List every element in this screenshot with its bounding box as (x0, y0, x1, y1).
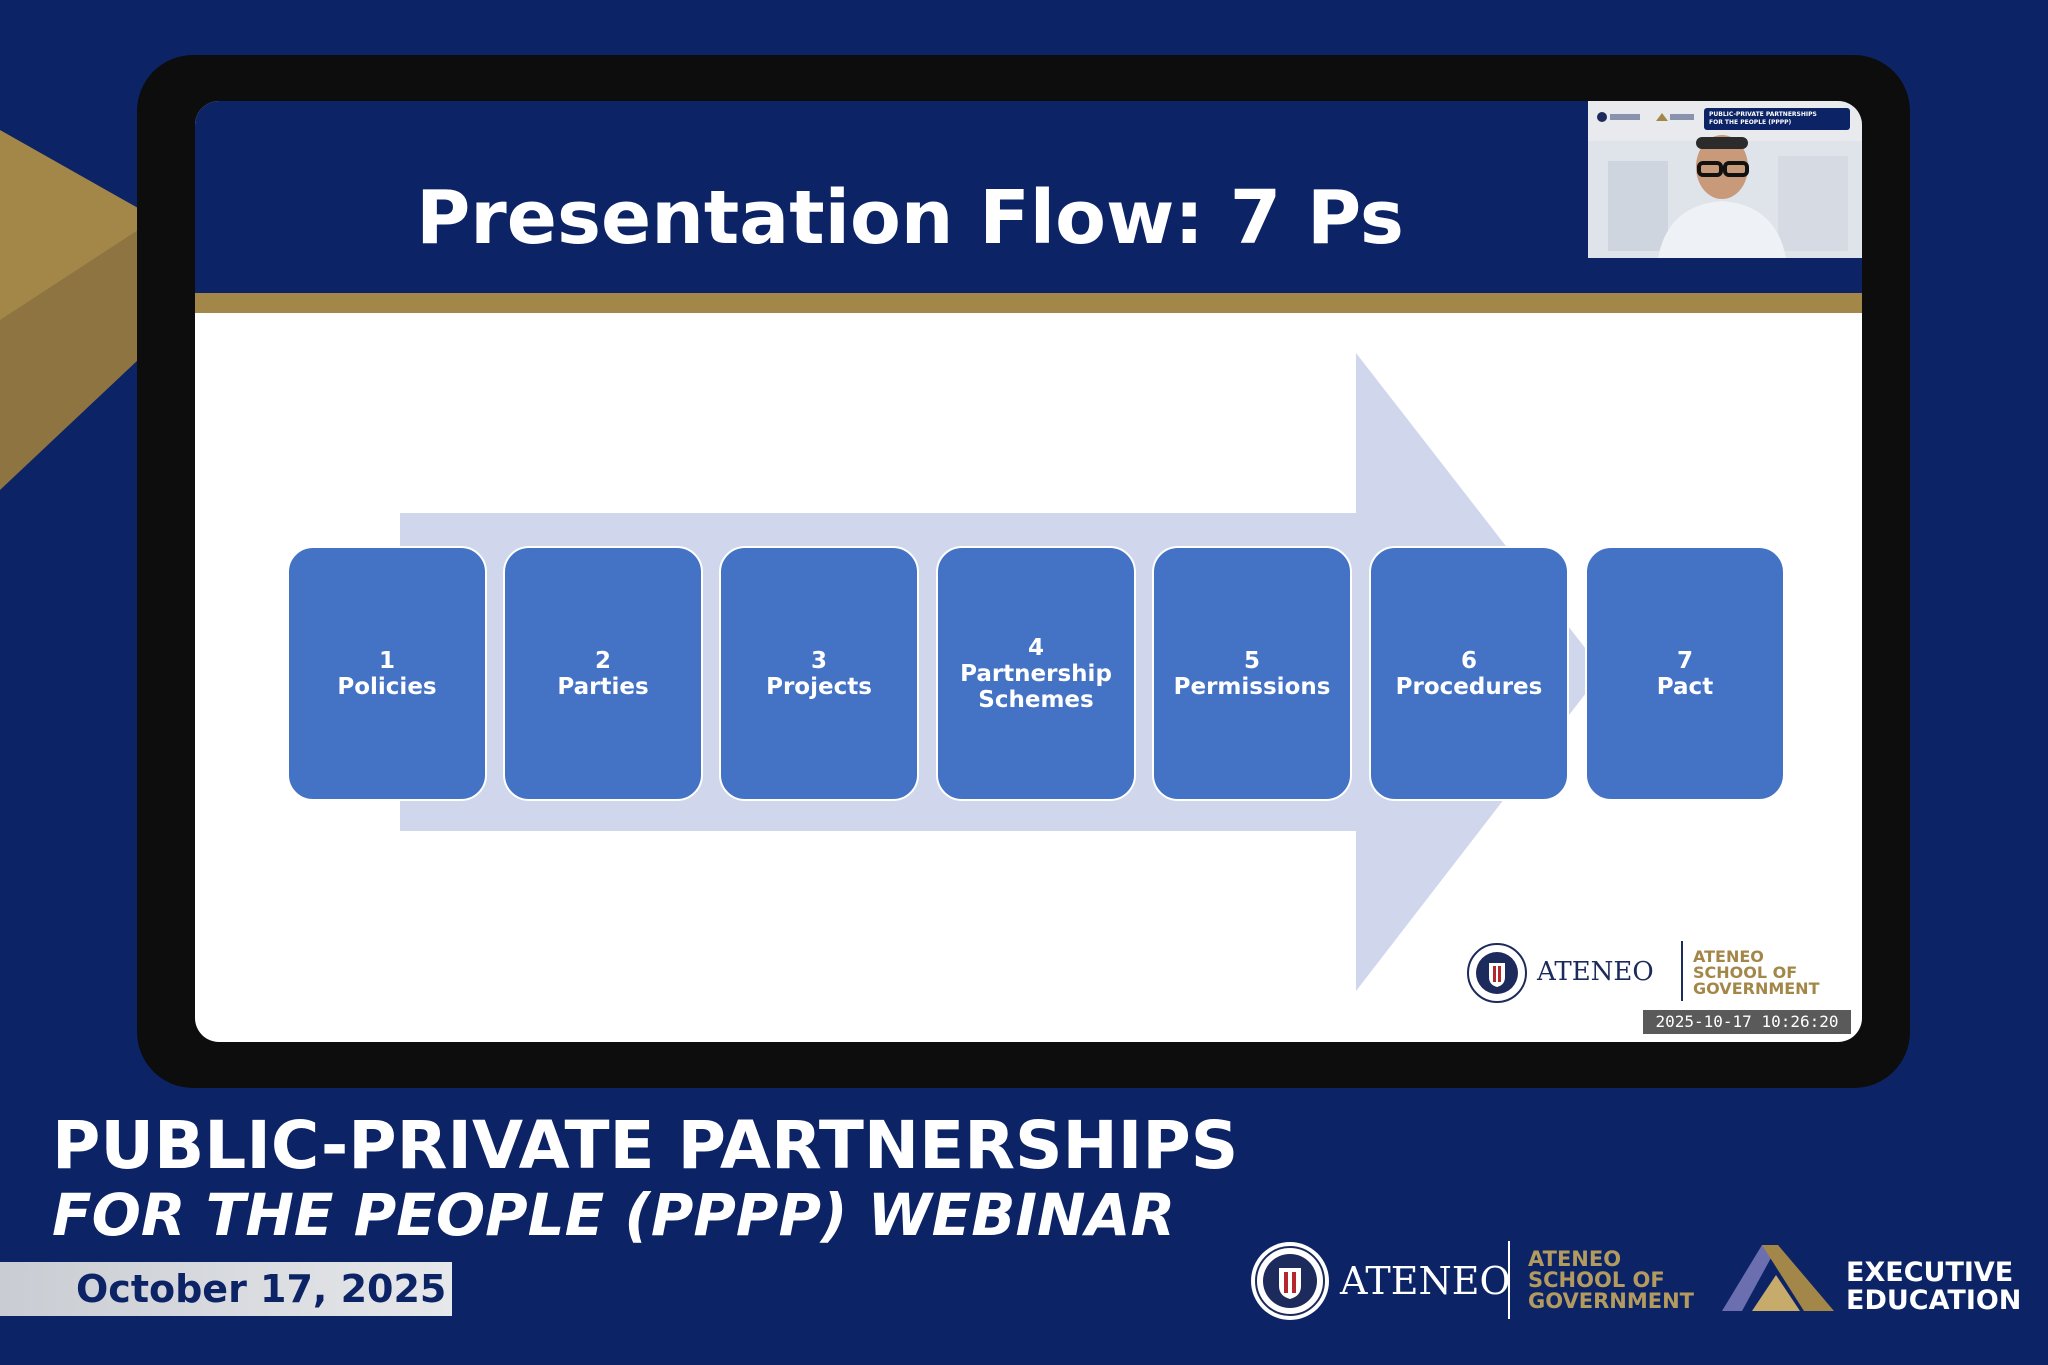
slide-title: Presentation Flow: 7 Ps (416, 175, 1404, 261)
decorative-gold-triangle (0, 130, 138, 490)
recording-timestamp: 2025-10-17 10:26:20 (1643, 1010, 1851, 1034)
step-label: Parties (557, 673, 649, 700)
webinar-subtitle: FOR THE PEOPLE (PPPP) WEBINAR (52, 1181, 1176, 1249)
step-label: Partnership (960, 660, 1112, 687)
school-of-government-wordmark: ATENEO SCHOOL OF GOVERNMENT (1528, 1249, 1698, 1312)
school-line3: GOVERNMENT (1693, 979, 1820, 998)
step-number: 6 (1460, 647, 1477, 674)
step-label-line2: Schemes (978, 686, 1094, 713)
executive-education-wordmark: EXECUTIVE EDUCATION (1846, 1259, 2046, 1315)
date-bar (0, 1262, 452, 1316)
flow-step-partnership-schemes: 4 Partnership Schemes (936, 546, 1136, 801)
school-of-government-wordmark: ATENEO SCHOOL OF GOVERNMENT (1693, 949, 1833, 997)
flow-step-pact: 7 Pact (1585, 546, 1785, 801)
ateneo-wordmark: ATENEO (1537, 957, 1654, 987)
executive-education-icon (1722, 1245, 1834, 1311)
flow-step-permissions: 5 Permissions (1152, 546, 1352, 801)
school-line2: SCHOOL OF (1528, 1268, 1665, 1292)
step-label: Procedures (1395, 673, 1543, 700)
step-number: 5 (1243, 647, 1260, 674)
thumbnail-logos-icon (1597, 112, 1694, 122)
ateneo-wordmark: ATENEO (1340, 1259, 1511, 1303)
step-number: 3 (810, 647, 827, 674)
school-line1: ATENEO (1693, 947, 1764, 966)
school-line3: GOVERNMENT (1528, 1289, 1695, 1313)
thumbnail-banner-line1: PUBLIC-PRIVATE PARTNERSHIPS (1709, 111, 1817, 118)
step-number: 7 (1676, 647, 1693, 674)
footer-logos: ATENEO ATENEO SCHOOL OF GOVERNMENT EXECU… (1250, 1235, 2030, 1325)
step-number: 2 (594, 647, 611, 674)
webinar-date: October 17, 2025 (76, 1267, 447, 1311)
flow-step-projects: 3 Projects (719, 546, 919, 801)
ateneo-seal-icon (1467, 943, 1527, 1003)
logo-divider (1508, 1241, 1510, 1319)
exec-line1: EXECUTIVE (1846, 1257, 2014, 1288)
logo-divider (1681, 941, 1683, 1001)
slide-header: Presentation Flow: 7 Ps (195, 101, 1862, 313)
exec-line2: EDUCATION (1846, 1285, 2022, 1316)
speaker-avatar (1588, 135, 1862, 258)
slide-ateneo-logo: ATENEO ATENEO SCHOOL OF GOVERNMENT (1467, 939, 1827, 1009)
flow-step-parties: 2 Parties (503, 546, 703, 801)
step-label: Policies (337, 673, 437, 700)
ateneo-seal-icon (1251, 1242, 1329, 1320)
webinar-title: PUBLIC-PRIVATE PARTNERSHIPS (52, 1107, 1239, 1184)
thumbnail-banner: PUBLIC-PRIVATE PARTNERSHIPS FOR THE PEOP… (1704, 108, 1850, 130)
thumbnail-banner-line2: FOR THE PEOPLE (PPPP) (1709, 119, 1792, 126)
speaker-video-thumbnail[interactable]: PUBLIC-PRIVATE PARTNERSHIPS FOR THE PEOP… (1588, 101, 1862, 258)
school-line2: SCHOOL OF (1693, 963, 1798, 982)
step-label: Projects (766, 673, 872, 700)
step-label: Permissions (1173, 673, 1331, 700)
flow-step-policies: 1 Policies (287, 546, 487, 801)
step-label: Pact (1656, 673, 1714, 700)
presentation-slide: Presentation Flow: 7 Ps PUBLIC-PRIVATE P… (195, 101, 1862, 1042)
flow-step-procedures: 6 Procedures (1369, 546, 1569, 801)
school-line1: ATENEO (1528, 1247, 1622, 1271)
step-number: 4 (1027, 634, 1044, 661)
step-number: 1 (378, 647, 395, 674)
